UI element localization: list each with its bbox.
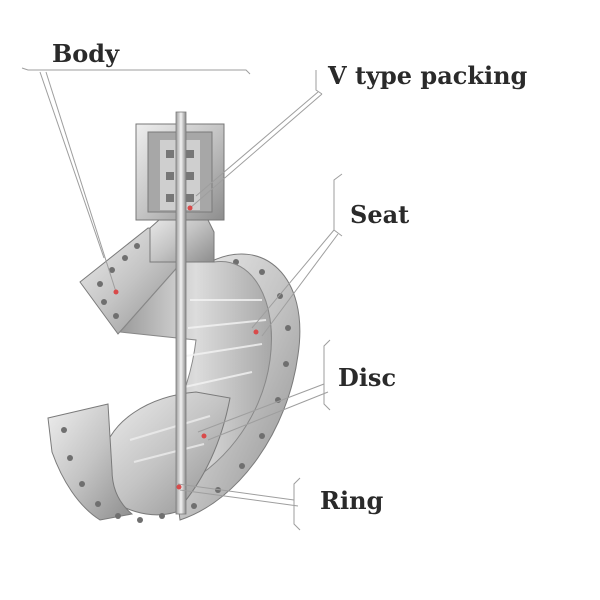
- valve-stem: [175, 111, 187, 515]
- seat-bracket: [333, 173, 343, 237]
- body-leader-1: [39, 71, 105, 259]
- label-seat: Seat: [350, 200, 410, 229]
- label-ring: Ring: [320, 486, 384, 515]
- seat-marker: [253, 329, 259, 335]
- body-leader-2: [45, 71, 117, 293]
- disc-leader-1: [197, 383, 325, 433]
- body-bracket: [21, 67, 251, 75]
- ring-leader-1: [177, 483, 295, 501]
- lower-body: [47, 391, 231, 523]
- vpacking-leader-1: [195, 91, 319, 197]
- vpacking-marker: [187, 205, 193, 211]
- body-marker: [113, 289, 119, 295]
- ring-bracket: [293, 477, 301, 531]
- leader-lines: [21, 67, 343, 531]
- ring-marker: [176, 484, 182, 490]
- disc-marker: [201, 433, 207, 439]
- vpacking-leader-2: [189, 93, 323, 209]
- label-body: Body: [52, 39, 120, 68]
- label-disc: Disc: [338, 363, 397, 392]
- disc-leader-2: [207, 391, 329, 441]
- seat-leader-1: [251, 229, 335, 329]
- disc-bracket: [323, 339, 331, 411]
- seat-leader-2: [261, 233, 339, 337]
- target-markers: [113, 205, 259, 490]
- ring-leader-2: [179, 489, 299, 507]
- vpacking-bracket: [315, 70, 323, 95]
- label-v-type-packing: V type packing: [328, 61, 528, 90]
